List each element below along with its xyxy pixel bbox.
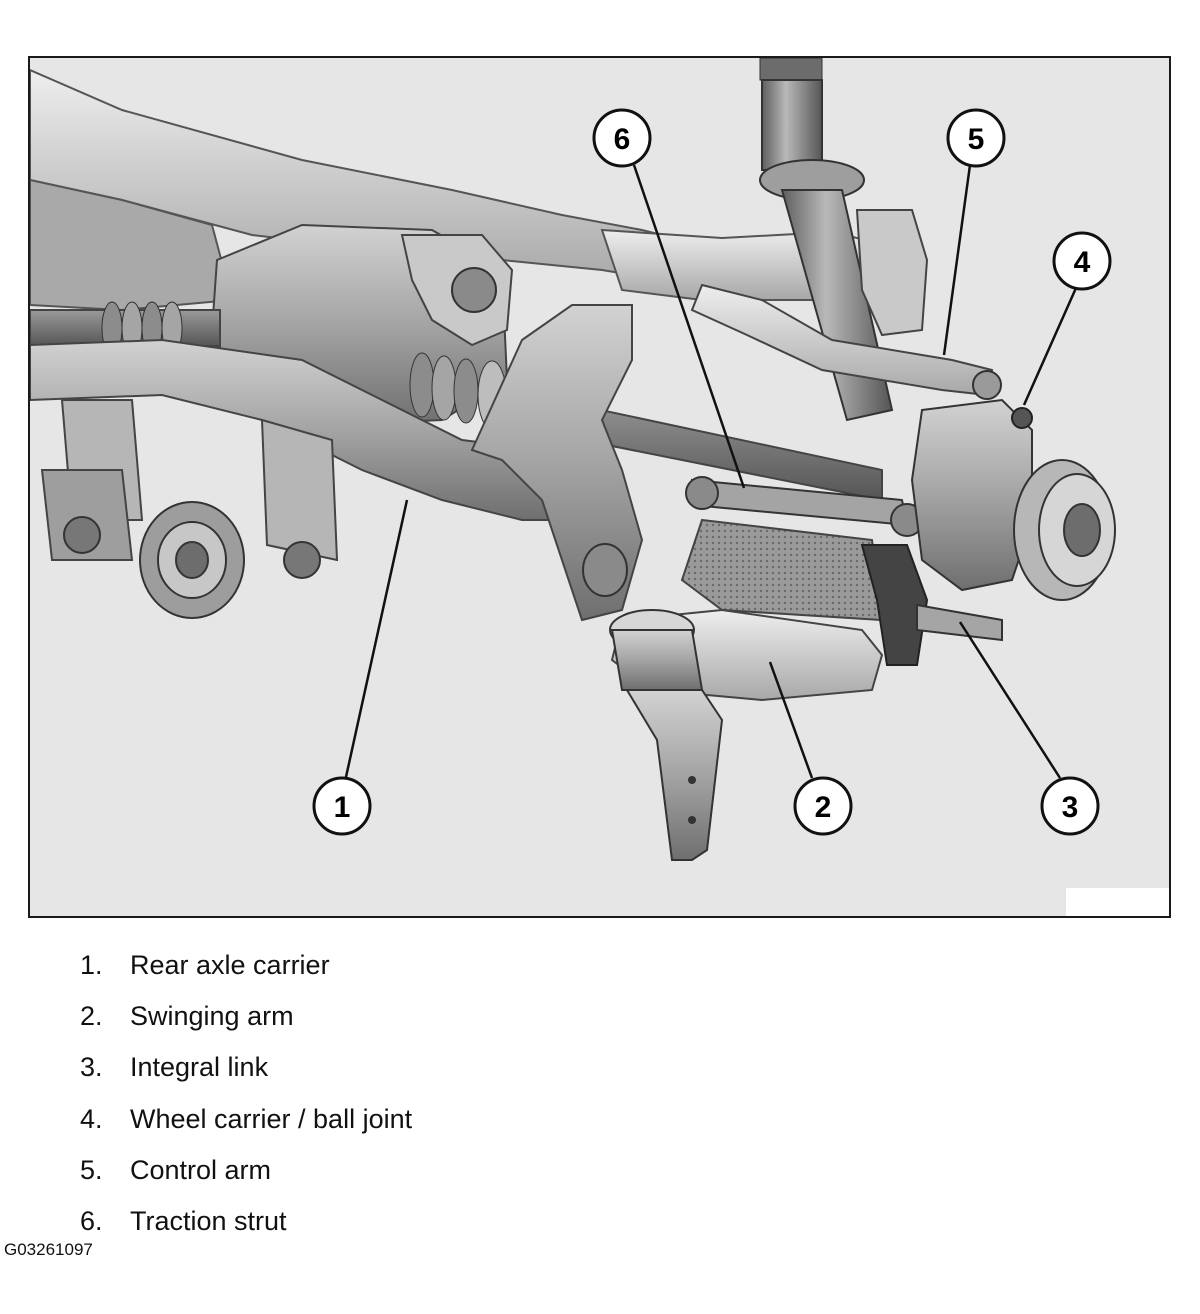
legend-number: 1. xyxy=(80,950,103,981)
callout-4: 4 xyxy=(1052,231,1112,291)
legend-label: Swinging arm xyxy=(130,1001,294,1032)
branch-bushing xyxy=(582,543,628,597)
wheel-carrier xyxy=(910,398,1033,592)
legend-number: 3. xyxy=(80,1052,103,1083)
svg-text:5: 5 xyxy=(968,123,985,156)
leader-lines xyxy=(344,164,1078,779)
integral-link xyxy=(860,544,929,666)
ball-joint xyxy=(1011,407,1033,429)
legend-item: 4. Wheel carrier / ball joint xyxy=(80,1094,412,1145)
spring-seat xyxy=(609,609,724,861)
legend-number: 2. xyxy=(80,1001,103,1032)
callouts: 1 2 3 4 5 6 xyxy=(312,108,1112,836)
legend-item: 2. Swinging arm xyxy=(80,991,412,1042)
mount-bushing xyxy=(451,267,497,313)
suspension-illustration: 1 2 3 4 5 6 xyxy=(30,58,1169,916)
legend-label: Traction strut xyxy=(130,1206,287,1237)
svg-text:2: 2 xyxy=(815,791,832,824)
right-hub xyxy=(1013,459,1116,601)
legend-item: 3. Integral link xyxy=(80,1042,412,1093)
callout-2: 2 xyxy=(793,776,853,836)
callout-3: 3 xyxy=(1040,776,1100,836)
callout-6: 6 xyxy=(592,108,652,168)
upper-mount xyxy=(855,209,929,337)
leader-line-5 xyxy=(942,164,972,356)
figure-code: G03261097 xyxy=(4,1240,93,1259)
left-flange xyxy=(139,501,245,619)
legend-item: 6. Traction strut xyxy=(80,1196,412,1247)
legend-number: 5. xyxy=(80,1154,103,1185)
leader-line-2 xyxy=(768,661,814,779)
leader-line-6 xyxy=(632,164,746,489)
svg-text:4: 4 xyxy=(1074,246,1091,279)
legend-item: 1. Rear axle carrier xyxy=(80,940,412,991)
heat-shield xyxy=(680,518,884,622)
callout-5: 5 xyxy=(946,108,1006,168)
callout-1: 1 xyxy=(312,776,372,836)
leader-line-4 xyxy=(1022,287,1078,406)
svg-text:3: 3 xyxy=(1062,791,1079,824)
legend-item: 5. Control arm xyxy=(80,1145,412,1196)
parts-legend: 1. Rear axle carrier 2. Swinging arm 3. Int… xyxy=(80,940,412,1247)
svg-text:1: 1 xyxy=(334,791,351,824)
svg-text:6: 6 xyxy=(614,123,631,156)
lower-brackets xyxy=(40,399,339,579)
leader-line-3 xyxy=(958,621,1062,779)
legend-number: 4. xyxy=(80,1103,103,1134)
corner-patch xyxy=(1066,888,1169,916)
legend-label: Wheel carrier / ball joint xyxy=(130,1103,413,1134)
legend-number: 6. xyxy=(80,1206,103,1237)
leader-line-1 xyxy=(344,499,409,778)
diagram-figure: 1 2 3 4 5 6 xyxy=(28,56,1171,918)
legend-label: Control arm xyxy=(130,1154,272,1185)
carrier-y-branch xyxy=(470,304,644,622)
legend-label: Rear axle carrier xyxy=(130,950,330,981)
legend-label: Integral link xyxy=(130,1052,269,1083)
